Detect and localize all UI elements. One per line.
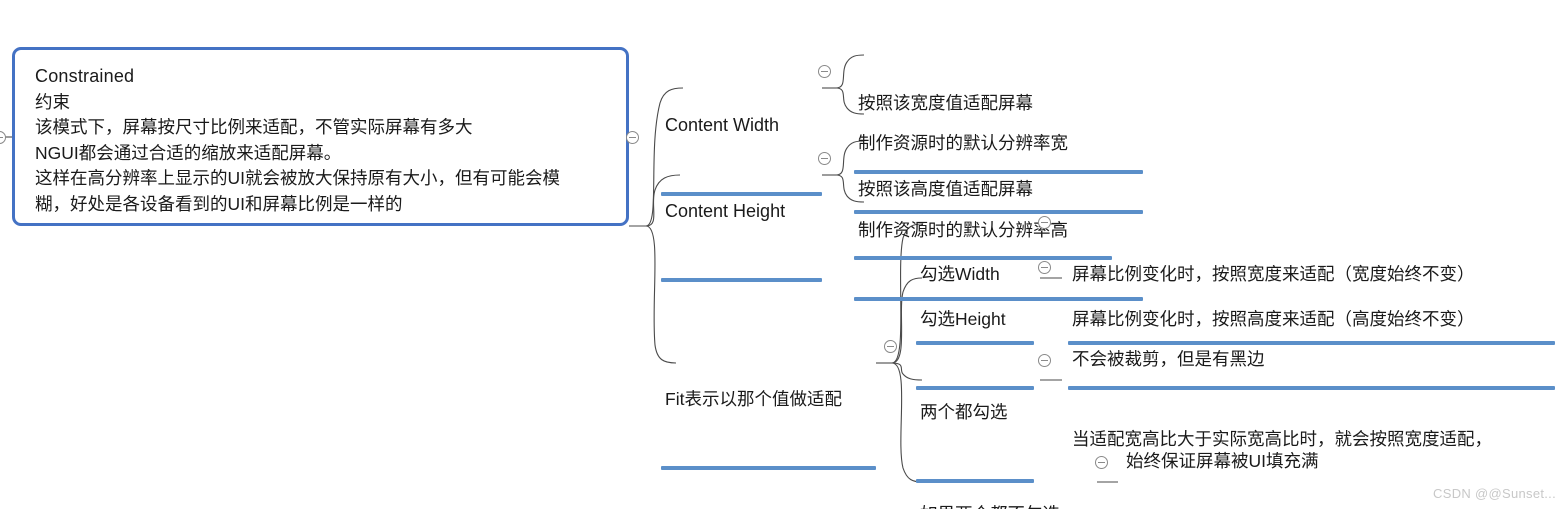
node-both-checked-desc-line-2: 当适配宽高比大于实际宽高比时，就会按照宽度适配， [1072, 429, 1492, 449]
node-content-height-child-1-label: 按照该高度值适配屏幕 [858, 179, 1033, 199]
node-check-width[interactable]: 勾选Width [916, 209, 1034, 397]
node-both-checked-desc-line-1: 不会被裁剪，但是有黑边 [1072, 349, 1265, 369]
node-check-width-desc-label: 屏幕比例变化时，按照宽度来适配（宽度始终不变） [1072, 264, 1475, 284]
node-check-height-desc[interactable]: 屏幕比例变化时，按照高度来适配（高度始终不变） [1068, 254, 1555, 442]
node-check-height-desc-label: 屏幕比例变化时，按照高度来适配（高度始终不变） [1072, 309, 1475, 329]
node-content-width-child-1-rule [854, 170, 1143, 174]
node-content-width-child-1[interactable]: 按照该宽度值适配屏幕 [854, 38, 1143, 226]
node-content-height-child-1[interactable]: 按照该高度值适配屏幕 [854, 124, 1112, 312]
node-neither-checked-desc-line-1: 始终保证屏幕被UI填充满 [1126, 451, 1319, 471]
root-title: Constrained [35, 66, 135, 86]
node-content-height-child-2[interactable]: 制作资源时的默认分辨率高 [854, 165, 1143, 353]
collapse-toggle-check-height[interactable] [1038, 261, 1051, 274]
node-check-width-label: 勾选Width [920, 264, 1000, 284]
node-both-checked-rule [916, 479, 1034, 483]
root-body-line-1: 该模式下，屏幕按尺寸比例来适配，不管实际屏幕有多大 [35, 117, 473, 137]
node-neither-checked-desc[interactable]: 始终保证屏幕被UI填充满 不会有黑边 可能会被裁剪 [1122, 396, 1368, 509]
node-both-checked-desc[interactable]: 不会被裁剪，但是有黑边 当适配宽高比大于实际宽高比时，就会按照宽度适配， 反之按… [1068, 294, 1555, 509]
root-body-line-4: 糊，好处是各设备看到的UI和屏幕比例是一样的 [35, 193, 403, 214]
node-content-height-child-2-rule [854, 297, 1143, 301]
root-body-line-2: NGUI都会通过合适的缩放来适配屏幕。 [35, 142, 342, 163]
node-content-width-rule [661, 192, 822, 196]
node-content-height[interactable]: Content Height [661, 146, 822, 334]
node-check-height[interactable]: 勾选Height [916, 254, 1034, 442]
watermark: CSDN @@Sunset... [1433, 486, 1556, 501]
root-body-line-3: 这样在高分辨率上显示的UI就会被放大保持原有大小，但有可能会模 [35, 168, 560, 188]
collapse-toggle-check-width[interactable] [1038, 216, 1051, 229]
node-both-checked[interactable]: 两个都勾选 [916, 347, 1034, 509]
root-node-constrained[interactable]: Constrained 约束 该模式下，屏幕按尺寸比例来适配，不管实际屏幕有多大… [12, 47, 629, 226]
node-content-width-label: Content Width [665, 115, 780, 135]
node-check-width-rule [916, 341, 1034, 345]
node-content-height-child-1-rule [854, 256, 1112, 260]
node-fit-rule [661, 466, 876, 470]
node-check-height-label: 勾选Height [920, 309, 1006, 329]
node-check-width-desc[interactable]: 屏幕比例变化时，按照宽度来适配（宽度始终不变） [1068, 209, 1555, 397]
node-content-width-child-2-label: 制作资源时的默认分辨率宽 [858, 133, 1068, 153]
node-content-width[interactable]: Content Width [661, 60, 822, 248]
node-neither-checked[interactable]: 如果两个都不勾选 [916, 449, 1091, 509]
node-content-height-label: Content Height [665, 201, 786, 221]
node-content-width-child-2-rule [854, 210, 1143, 214]
collapse-toggle-content-width[interactable] [818, 65, 831, 78]
node-check-height-desc-rule [1068, 386, 1555, 390]
node-content-width-child-1-label: 按照该宽度值适配屏幕 [858, 93, 1033, 113]
node-fit[interactable]: Fit表示以那个值做适配 [661, 334, 876, 509]
collapse-toggle-fit[interactable] [884, 340, 897, 353]
node-both-checked-label: 两个都勾选 [920, 402, 1008, 422]
node-check-height-rule [916, 386, 1034, 390]
collapse-toggle-root-left[interactable] [0, 131, 6, 144]
node-content-height-rule [661, 278, 822, 282]
collapse-toggle-root-right[interactable] [626, 131, 639, 144]
collapse-toggle-content-height[interactable] [818, 152, 831, 165]
node-neither-checked-label: 如果两个都不勾选 [916, 501, 1091, 509]
node-content-height-child-2-label: 制作资源时的默认分辨率高 [858, 220, 1068, 240]
node-fit-label: Fit表示以那个值做适配 [665, 389, 842, 409]
node-content-width-child-2[interactable]: 制作资源时的默认分辨率宽 [854, 78, 1143, 266]
node-check-width-desc-rule [1068, 341, 1555, 345]
collapse-toggle-both-checked[interactable] [1038, 354, 1051, 367]
root-subtitle: 约束 [35, 91, 70, 112]
collapse-toggle-neither-checked[interactable] [1095, 456, 1108, 469]
